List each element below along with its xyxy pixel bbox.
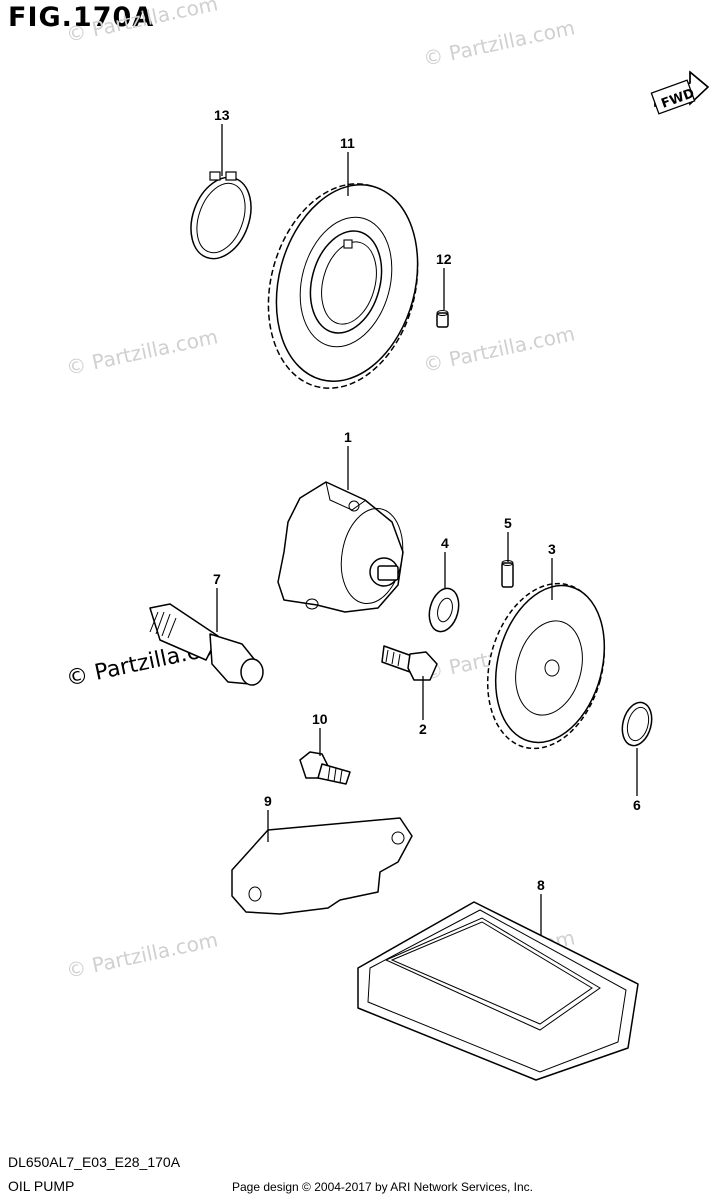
part-13-circlip[interactable] xyxy=(180,169,261,267)
watermark: © Partzilla.com xyxy=(64,927,220,983)
part-7-oil-pressure-switch[interactable] xyxy=(149,603,264,686)
callout-11: 11 xyxy=(340,135,355,151)
model-code: DL650AL7_E03_E28_170A xyxy=(8,1154,181,1170)
part-6-circlip[interactable] xyxy=(618,699,656,749)
watermark: © Partzilla.com xyxy=(64,324,220,380)
part-5-pin[interactable] xyxy=(501,560,514,588)
section-name: OIL PUMP xyxy=(8,1178,75,1194)
part-11-drive-gear[interactable] xyxy=(247,167,440,405)
part-10-bolt[interactable] xyxy=(299,751,351,785)
part-4-washer[interactable] xyxy=(425,585,463,635)
copyright-notice: Page design © 2004-2017 by ARI Network S… xyxy=(232,1180,534,1194)
callout-6: 6 xyxy=(633,797,641,813)
callout-2: 2 xyxy=(419,721,427,737)
callout-12: 12 xyxy=(436,251,452,267)
part-2-bolt[interactable] xyxy=(381,645,438,681)
callout-1: 1 xyxy=(344,429,352,445)
leader-lines xyxy=(216,124,638,936)
watermark: © Partzilla.com xyxy=(421,321,577,377)
callout-8: 8 xyxy=(537,877,545,893)
figure-title: FIG.170A xyxy=(8,2,155,33)
part-9-plate[interactable] xyxy=(231,817,413,915)
callout-numbers: 13 11 12 1 4 5 3 7 2 6 10 9 8 xyxy=(213,107,641,893)
fwd-direction-badge: FWD xyxy=(650,70,710,115)
callout-3: 3 xyxy=(548,541,556,557)
part-12-dowel-pin[interactable] xyxy=(436,310,449,328)
watermark: © Partzilla.com xyxy=(421,15,577,71)
callout-13: 13 xyxy=(214,107,230,123)
callout-4: 4 xyxy=(441,535,449,551)
callout-7: 7 xyxy=(213,571,221,587)
callout-9: 9 xyxy=(264,793,272,809)
part-8-strainer-gasket[interactable] xyxy=(357,901,639,1081)
callout-10: 10 xyxy=(312,711,328,727)
part-3-driven-gear[interactable] xyxy=(470,570,622,761)
watermark: © Partzilla.com xyxy=(64,0,220,47)
callout-5: 5 xyxy=(504,515,512,531)
part-1-oil-pump-assy[interactable] xyxy=(277,481,410,613)
